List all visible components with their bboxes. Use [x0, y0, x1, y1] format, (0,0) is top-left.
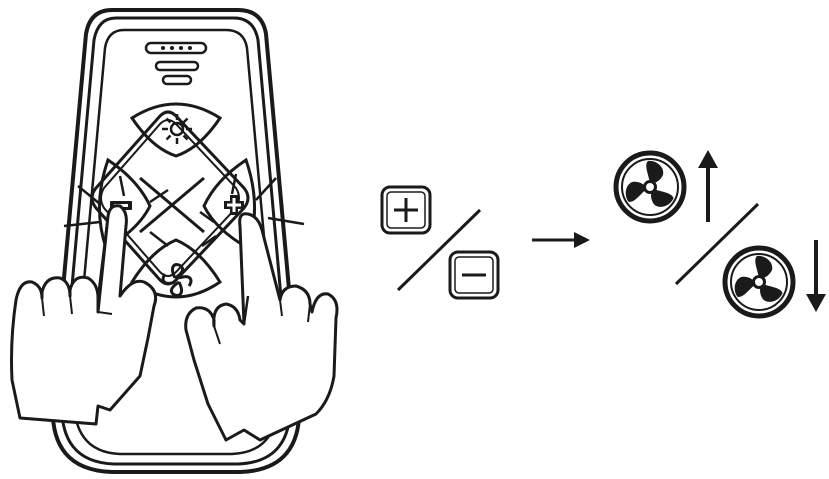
fan-button[interactable] [129, 238, 223, 299]
fan-speed-up-group [616, 150, 718, 222]
right-arrow-icon [532, 232, 590, 248]
minus-key-icon [448, 250, 500, 300]
remote-inner-shell [60, 16, 292, 466]
fan-speed-results [616, 150, 826, 316]
press-indicator-lines [63, 173, 305, 248]
keys-divider-slash [396, 208, 482, 292]
fan-icon [725, 248, 793, 316]
sun-icon [162, 114, 192, 144]
fan-speed-down-group [725, 240, 826, 316]
arrow-down-icon [806, 240, 826, 312]
fan-icon [616, 153, 684, 221]
remote-outer-shell [50, 8, 302, 474]
light-button[interactable] [129, 102, 223, 158]
fan-icon [161, 263, 193, 297]
plus-key-icon [380, 185, 432, 235]
left-hand [10, 204, 158, 426]
arrow-up-icon [698, 150, 718, 222]
right-hand [184, 212, 339, 442]
input-keys-group [380, 185, 500, 300]
plus-icon [224, 195, 244, 215]
speaker-slot-2 [161, 74, 193, 86]
remote-face-panel [72, 28, 280, 456]
speed-up-button[interactable] [202, 157, 256, 251]
speaker-slot-1 [154, 60, 200, 72]
fans-divider-slash [674, 202, 760, 286]
remote-control [10, 8, 339, 474]
indicator-light-bar [144, 41, 208, 55]
